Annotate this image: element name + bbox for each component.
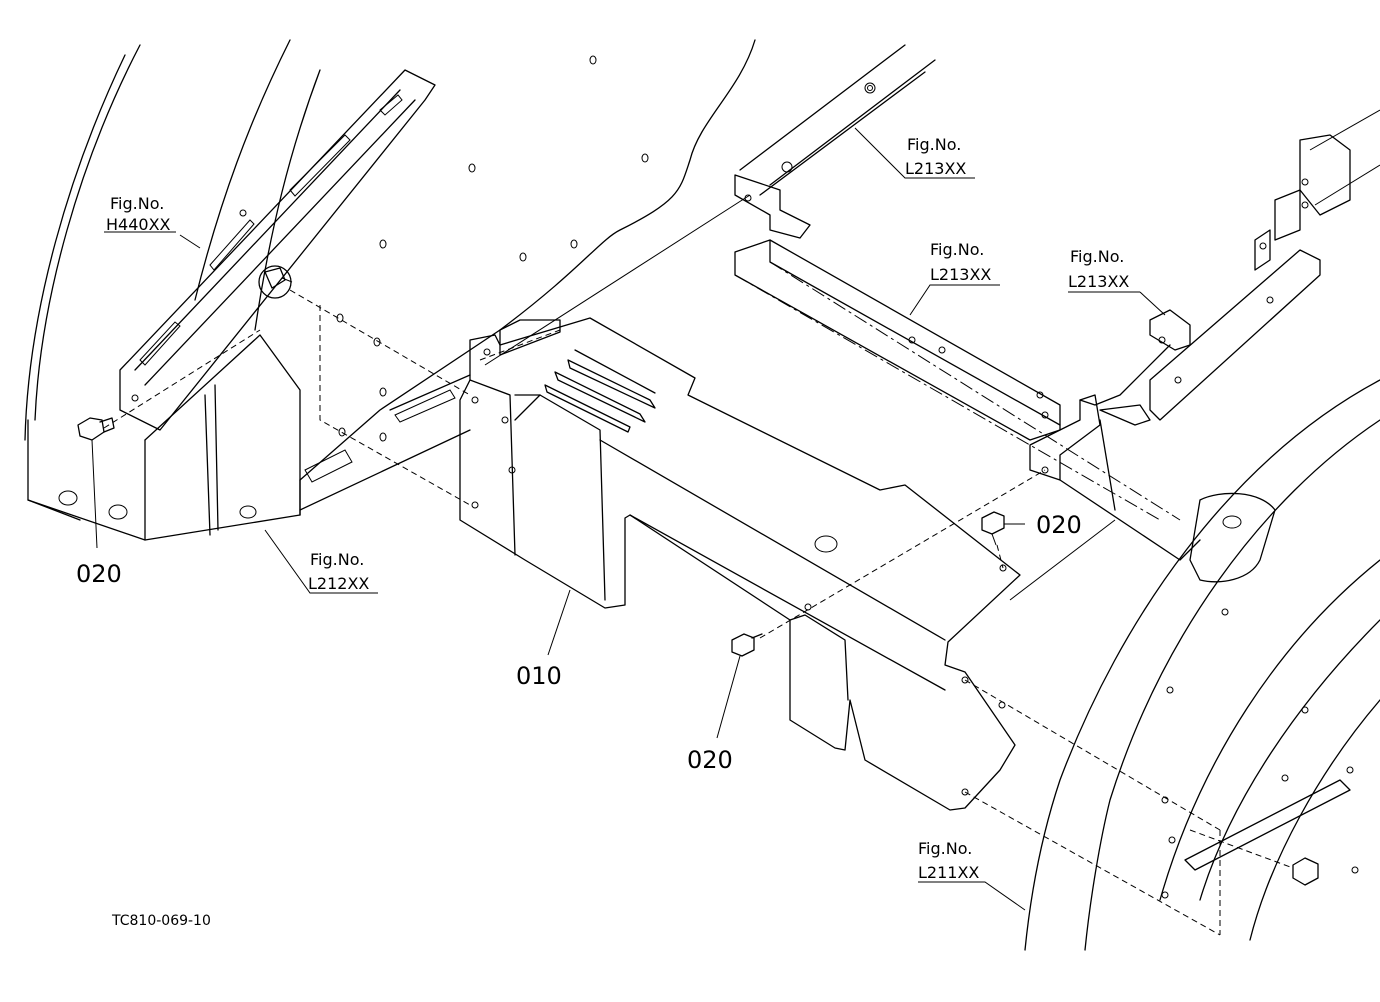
callout-l213-right-number: L213XX: [1068, 272, 1129, 291]
callout-l212-number: L212XX: [308, 574, 369, 593]
callout-l213-right-prefix: Fig.No.: [1070, 247, 1124, 266]
drawing-code: TC810-069-10: [111, 913, 211, 929]
bolt-center-right-icon: [981, 511, 1005, 546]
right-bracket: [1079, 109, 1380, 426]
right-fender: [1024, 379, 1380, 951]
callout-l213-mid: Fig.No. L213XX: [930, 240, 991, 284]
part-label-cover: 010: [516, 662, 562, 690]
left-slotted-bracket: [119, 69, 436, 431]
bolt-left-icon: [77, 417, 115, 441]
callout-l213-mid-prefix: Fig.No.: [930, 240, 984, 259]
callout-l213-top-number: L213XX: [905, 159, 966, 178]
part-label-bolt-center-right: 020: [1036, 511, 1082, 539]
left-fender: [24, 39, 321, 541]
callout-l213-top: Fig.No. L213XX: [905, 135, 966, 178]
part-label-bolt-left: 020: [76, 560, 122, 588]
callout-h440-number: H440XX: [106, 215, 171, 234]
callout-l212-prefix: Fig.No.: [310, 550, 364, 569]
bolt-bottom-icon: [731, 633, 763, 657]
callout-h440-prefix: Fig.No.: [110, 194, 164, 213]
bolt-right-icon: [1292, 857, 1319, 886]
callout-l211-number: L211XX: [918, 863, 979, 882]
part-label-bolt-bottom: 020: [687, 746, 733, 774]
callout-l212: Fig.No. L212XX: [308, 550, 369, 593]
callout-l211: Fig.No. L211XX: [918, 839, 979, 882]
leader-lines: [91, 127, 1166, 911]
frame-plate: [299, 39, 756, 516]
bolt-upper-left-icon: [258, 265, 293, 299]
callout-l213-right: Fig.No. L213XX: [1068, 247, 1129, 291]
callout-l213-top-prefix: Fig.No.: [907, 135, 961, 154]
upper-beam: [734, 44, 936, 239]
callout-l213-mid-number: L213XX: [930, 265, 991, 284]
callout-l211-prefix: Fig.No.: [918, 839, 972, 858]
assembly-lines: [103, 194, 1294, 936]
main-cover: [459, 317, 1021, 811]
callout-h440: Fig.No. H440XX: [106, 194, 171, 234]
